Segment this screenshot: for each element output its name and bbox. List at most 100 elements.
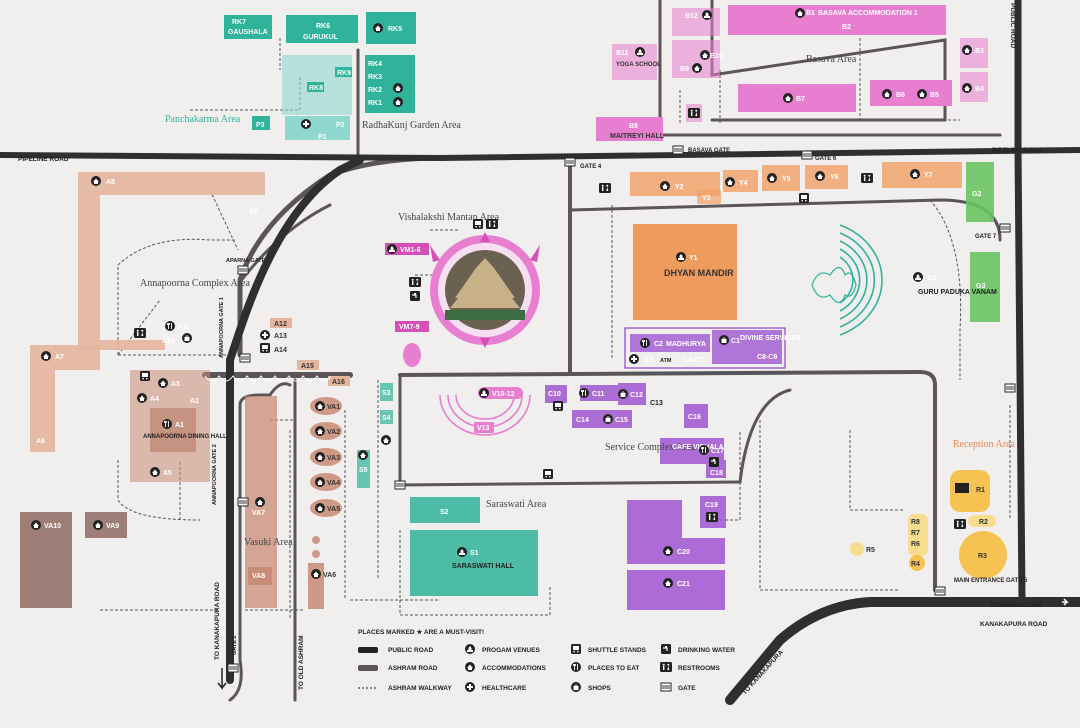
code-y7[interactable]: Y7 bbox=[924, 172, 933, 179]
code-y1[interactable]: Y1 bbox=[689, 255, 698, 262]
code-a2[interactable]: A2 bbox=[190, 398, 199, 405]
code-vm79[interactable]: VM7-9 bbox=[399, 324, 420, 331]
code-a16[interactable]: A16 bbox=[332, 379, 345, 386]
code-rk1[interactable]: RK1 bbox=[368, 100, 382, 107]
code-a12[interactable]: A12 bbox=[274, 321, 287, 328]
code-s3[interactable]: S3 bbox=[382, 390, 391, 397]
code-va7[interactable]: VA7 bbox=[252, 510, 265, 517]
code-a5[interactable]: A5 bbox=[163, 470, 172, 477]
code-c12[interactable]: C12 bbox=[630, 392, 643, 399]
code-a6[interactable]: A6 bbox=[36, 438, 45, 445]
code-b6[interactable]: B6 bbox=[896, 92, 905, 99]
code-va6[interactable]: VA6 bbox=[323, 572, 336, 579]
code-va3[interactable]: VA3 bbox=[327, 455, 340, 462]
code-c3[interactable]: C3 bbox=[644, 357, 653, 364]
code-y4[interactable]: Y4 bbox=[739, 180, 748, 187]
code-va2[interactable]: VA2 bbox=[327, 429, 340, 436]
code-a4[interactable]: A4 bbox=[150, 396, 159, 403]
code-va9[interactable]: VA9 bbox=[106, 523, 119, 530]
code-c19[interactable]: C19 bbox=[705, 502, 718, 509]
gate-4[interactable]: GATE 4 bbox=[580, 164, 602, 170]
code-p1[interactable]: P1 bbox=[318, 134, 327, 141]
code-a1[interactable]: A1 bbox=[175, 422, 184, 429]
code-b11[interactable]: B11 bbox=[616, 50, 629, 57]
gate-aparna[interactable]: APARNA GATE bbox=[226, 258, 266, 264]
code-c2[interactable]: C2 bbox=[654, 341, 663, 348]
code-rk5[interactable]: RK5 bbox=[388, 26, 402, 33]
gate-5-main-entrance[interactable]: MAIN ENTRANCE GATE 5 bbox=[954, 578, 1028, 584]
code-c8c9[interactable]: C8-C9 bbox=[757, 354, 777, 361]
code-rk8[interactable]: RK8 bbox=[309, 85, 323, 92]
code-c20[interactable]: C20 bbox=[677, 549, 690, 556]
code-a7[interactable]: A7 bbox=[55, 354, 64, 361]
code-b8[interactable]: B8 bbox=[629, 123, 638, 130]
code-g2[interactable]: G2 bbox=[972, 191, 981, 198]
code-b2[interactable]: B2 bbox=[842, 24, 851, 31]
code-c15[interactable]: C15 bbox=[615, 417, 628, 424]
code-b10[interactable]: B10 bbox=[710, 53, 723, 60]
code-c18[interactable]: C18 bbox=[710, 470, 723, 477]
code-a13[interactable]: A13 bbox=[274, 333, 287, 340]
code-rk9[interactable]: RK9 bbox=[337, 70, 351, 77]
code-c13[interactable]: C13 bbox=[650, 400, 663, 407]
code-a8[interactable]: A8 bbox=[106, 179, 115, 186]
code-c10[interactable]: C10 bbox=[548, 391, 561, 398]
code-rk6[interactable]: RK6 bbox=[316, 23, 330, 30]
code-s5[interactable]: S5 bbox=[359, 467, 368, 474]
code-r5[interactable]: R5 bbox=[866, 547, 875, 554]
code-r4[interactable]: R4 bbox=[911, 561, 920, 568]
code-r3[interactable]: R3 bbox=[978, 553, 987, 560]
code-a9[interactable]: A9 bbox=[249, 208, 258, 215]
code-va4[interactable]: VA4 bbox=[327, 480, 340, 487]
code-a15[interactable]: A15 bbox=[301, 363, 314, 370]
code-b12[interactable]: B12 bbox=[685, 13, 698, 20]
code-s2[interactable]: S2 bbox=[440, 509, 449, 516]
code-vm16[interactable]: VM1-6 bbox=[400, 247, 421, 254]
code-va10[interactable]: VA10 bbox=[44, 523, 61, 530]
gate-6[interactable]: GATE 6 bbox=[815, 156, 837, 162]
code-va1[interactable]: VA1 bbox=[327, 404, 340, 411]
code-r6[interactable]: R6 bbox=[911, 541, 920, 548]
code-y2[interactable]: Y2 bbox=[675, 184, 684, 191]
code-r2[interactable]: R2 bbox=[979, 519, 988, 526]
code-rk2[interactable]: RK2 bbox=[368, 87, 382, 94]
code-a10[interactable]: A10 bbox=[162, 338, 175, 345]
code-y6[interactable]: Y6 bbox=[830, 174, 839, 181]
code-c11[interactable]: C11 bbox=[592, 391, 605, 398]
code-y3[interactable]: Y3 bbox=[702, 195, 711, 202]
code-b4[interactable]: B4 bbox=[975, 86, 984, 93]
code-c4c7[interactable]: C4-C7 bbox=[683, 357, 703, 364]
code-r7[interactable]: R7 bbox=[911, 530, 920, 537]
code-v13-text[interactable]: V13 bbox=[477, 425, 490, 432]
code-g3[interactable]: G3 bbox=[976, 283, 985, 290]
code-rk4[interactable]: RK4 bbox=[368, 61, 382, 68]
code-c14[interactable]: C14 bbox=[576, 417, 589, 424]
code-a11[interactable]: A11 bbox=[178, 324, 191, 331]
code-b5[interactable]: B5 bbox=[930, 92, 939, 99]
code-r1[interactable]: R1 bbox=[976, 487, 985, 494]
code-g1[interactable]: G1 bbox=[927, 275, 936, 282]
code-s4[interactable]: S4 bbox=[382, 415, 391, 422]
code-b9[interactable]: B9 bbox=[680, 66, 689, 73]
code-c16[interactable]: C16 bbox=[688, 414, 701, 421]
gate-annapoorna-2[interactable]: ANNAPOORNA GATE 2 bbox=[212, 444, 218, 505]
code-b3[interactable]: B3 bbox=[975, 48, 984, 55]
code-y5[interactable]: Y5 bbox=[782, 176, 791, 183]
code-b7[interactable]: B7 bbox=[796, 96, 805, 103]
gate-basava[interactable]: BASAVA GATE bbox=[688, 148, 730, 154]
code-s1[interactable]: S1 bbox=[470, 550, 479, 557]
code-r8[interactable]: R8 bbox=[911, 519, 920, 526]
code-a3[interactable]: A3 bbox=[171, 381, 180, 388]
code-p2[interactable]: P2 bbox=[336, 122, 345, 129]
code-p3[interactable]: P3 bbox=[256, 122, 265, 129]
code-rk7[interactable]: RK7 bbox=[232, 19, 246, 26]
gate-7[interactable]: GATE 7 bbox=[975, 234, 997, 240]
code-c1[interactable]: C1 bbox=[731, 338, 740, 345]
code-va5[interactable]: VA5 bbox=[327, 506, 340, 513]
gate-annapoorna-1[interactable]: ANNAPOORNA GATE 1 bbox=[219, 297, 225, 358]
code-c17[interactable]: C17 bbox=[711, 448, 724, 455]
code-va8[interactable]: VA8 bbox=[252, 573, 265, 580]
code-v1012[interactable]: V10-12 bbox=[492, 391, 515, 398]
code-a14[interactable]: A14 bbox=[274, 347, 287, 354]
gate-2-bottom[interactable]: GATE 2 bbox=[232, 636, 238, 655]
